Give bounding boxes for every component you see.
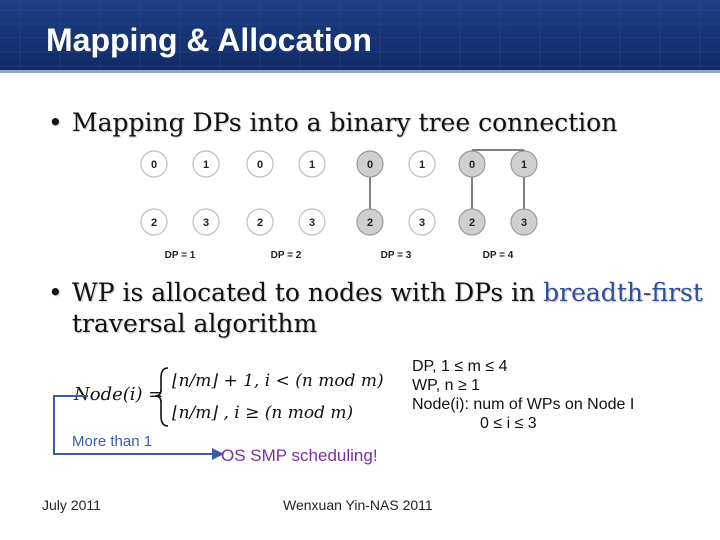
tree-node-label: 0: [469, 159, 475, 171]
tree-node-label: 1: [521, 159, 527, 171]
tree-node: [298, 150, 326, 178]
note-node: Node(i): num of WPs on Node I: [412, 396, 635, 413]
arrow-head-icon: [212, 448, 224, 460]
bullet-dot-icon: •: [48, 108, 63, 137]
tree-node: [192, 150, 220, 178]
parameter-notes: DP, 1 ≤ m ≤ 4 WP, n ≥ 1 Node(i): num of …: [412, 357, 634, 433]
tree-node-label: 1: [309, 159, 315, 171]
note-dp: DP, 1 ≤ m ≤ 4: [412, 358, 508, 375]
tree-dp-2: 0 1 2 3 DP = 2: [246, 150, 326, 261]
bullet-allocation: • WP is allocated to nodes with DPs in b…: [48, 277, 703, 339]
tree-node: [356, 208, 384, 236]
note-wp: WP, n ≥ 1: [412, 377, 481, 394]
binary-tree-diagram: 0 1 2 3 DP = 1 0 1 2 3 DP = 2 0 1 2 3 DP = 3 0 1 2 3 DP = 4: [140, 149, 538, 261]
tree-node-label: 2: [151, 217, 157, 229]
tree-dp-3: 0 1 2 3 DP = 3: [356, 150, 436, 261]
tree-node: [140, 150, 168, 178]
tree-node-label: 3: [521, 217, 527, 229]
tree-node: [510, 208, 538, 236]
footer-date: July 2011: [42, 497, 101, 513]
tree-node-label: 0: [151, 159, 157, 171]
slide-title: Mapping & Allocation: [46, 22, 372, 58]
note-range: 0 ≤ i ≤ 3: [480, 415, 537, 432]
tree-node: [246, 150, 274, 178]
tree-node-label: 0: [257, 159, 263, 171]
tree-node: [298, 208, 326, 236]
tree-dp-1: 0 1 2 3 DP = 1: [140, 150, 220, 261]
tree-node: [408, 150, 436, 178]
footer-author: Wenxuan Yin-NAS 2011: [283, 497, 433, 513]
tree-node: [140, 208, 168, 236]
more-than-label: More than 1: [72, 433, 153, 450]
tree-node: [458, 150, 486, 178]
tree-node-label: 0: [367, 159, 373, 171]
formula-brace: [154, 367, 169, 427]
formula-case2: ⌊n/m⌋ , i ≥ (n mod m): [172, 403, 353, 423]
tree-node-label: 2: [469, 217, 475, 229]
tree-node-label: 1: [203, 159, 209, 171]
bullet-allocation-line2: traversal algorithm: [72, 309, 318, 338]
tree-node-label: 2: [257, 217, 263, 229]
tree-node: [458, 208, 486, 236]
title-underline: [0, 70, 720, 73]
bullet-mapping-text: Mapping DPs into a binary tree connectio…: [72, 108, 618, 137]
tree-dp-4: 0 1 2 3 DP = 4: [458, 149, 538, 261]
tree-node-label: 1: [419, 159, 425, 171]
tree-dp-label: DP = 2: [271, 250, 302, 261]
bullet-allocation-prefix: WP is allocated to nodes with DPs in: [72, 278, 544, 307]
tree-node: [408, 208, 436, 236]
bullet-dot-icon: •: [48, 278, 63, 307]
tree-node-label: 3: [203, 217, 209, 229]
tree-dp-label: DP = 4: [483, 250, 514, 261]
tree-dp-label: DP = 3: [381, 250, 412, 261]
title-bar: Mapping & Allocation: [0, 0, 720, 70]
node-formula: Node(i) = ⌊n/m⌋ + 1, i < (n mod m) ⌊n/m⌋…: [73, 367, 384, 427]
more-than-arrow: [53, 395, 224, 460]
formula-case1: ⌊n/m⌋ + 1, i < (n mod m): [172, 371, 384, 391]
tree-node-label: 3: [309, 217, 315, 229]
tree-node: [356, 150, 384, 178]
tree-node: [246, 208, 274, 236]
bullet-mapping: • Mapping DPs into a binary tree connect…: [48, 107, 618, 138]
smp-scheduling-label: OS SMP scheduling!: [221, 446, 378, 465]
tree-dp-label: DP = 1: [165, 250, 196, 261]
tree-node: [510, 150, 538, 178]
tree-node-label: 2: [367, 217, 373, 229]
bullet-allocation-highlight: breadth-first: [543, 278, 703, 307]
tree-node-label: 3: [419, 217, 425, 229]
header-grid-decoration: [0, 0, 720, 70]
tree-node: [192, 208, 220, 236]
formula-lhs: Node(i) =: [73, 384, 163, 405]
